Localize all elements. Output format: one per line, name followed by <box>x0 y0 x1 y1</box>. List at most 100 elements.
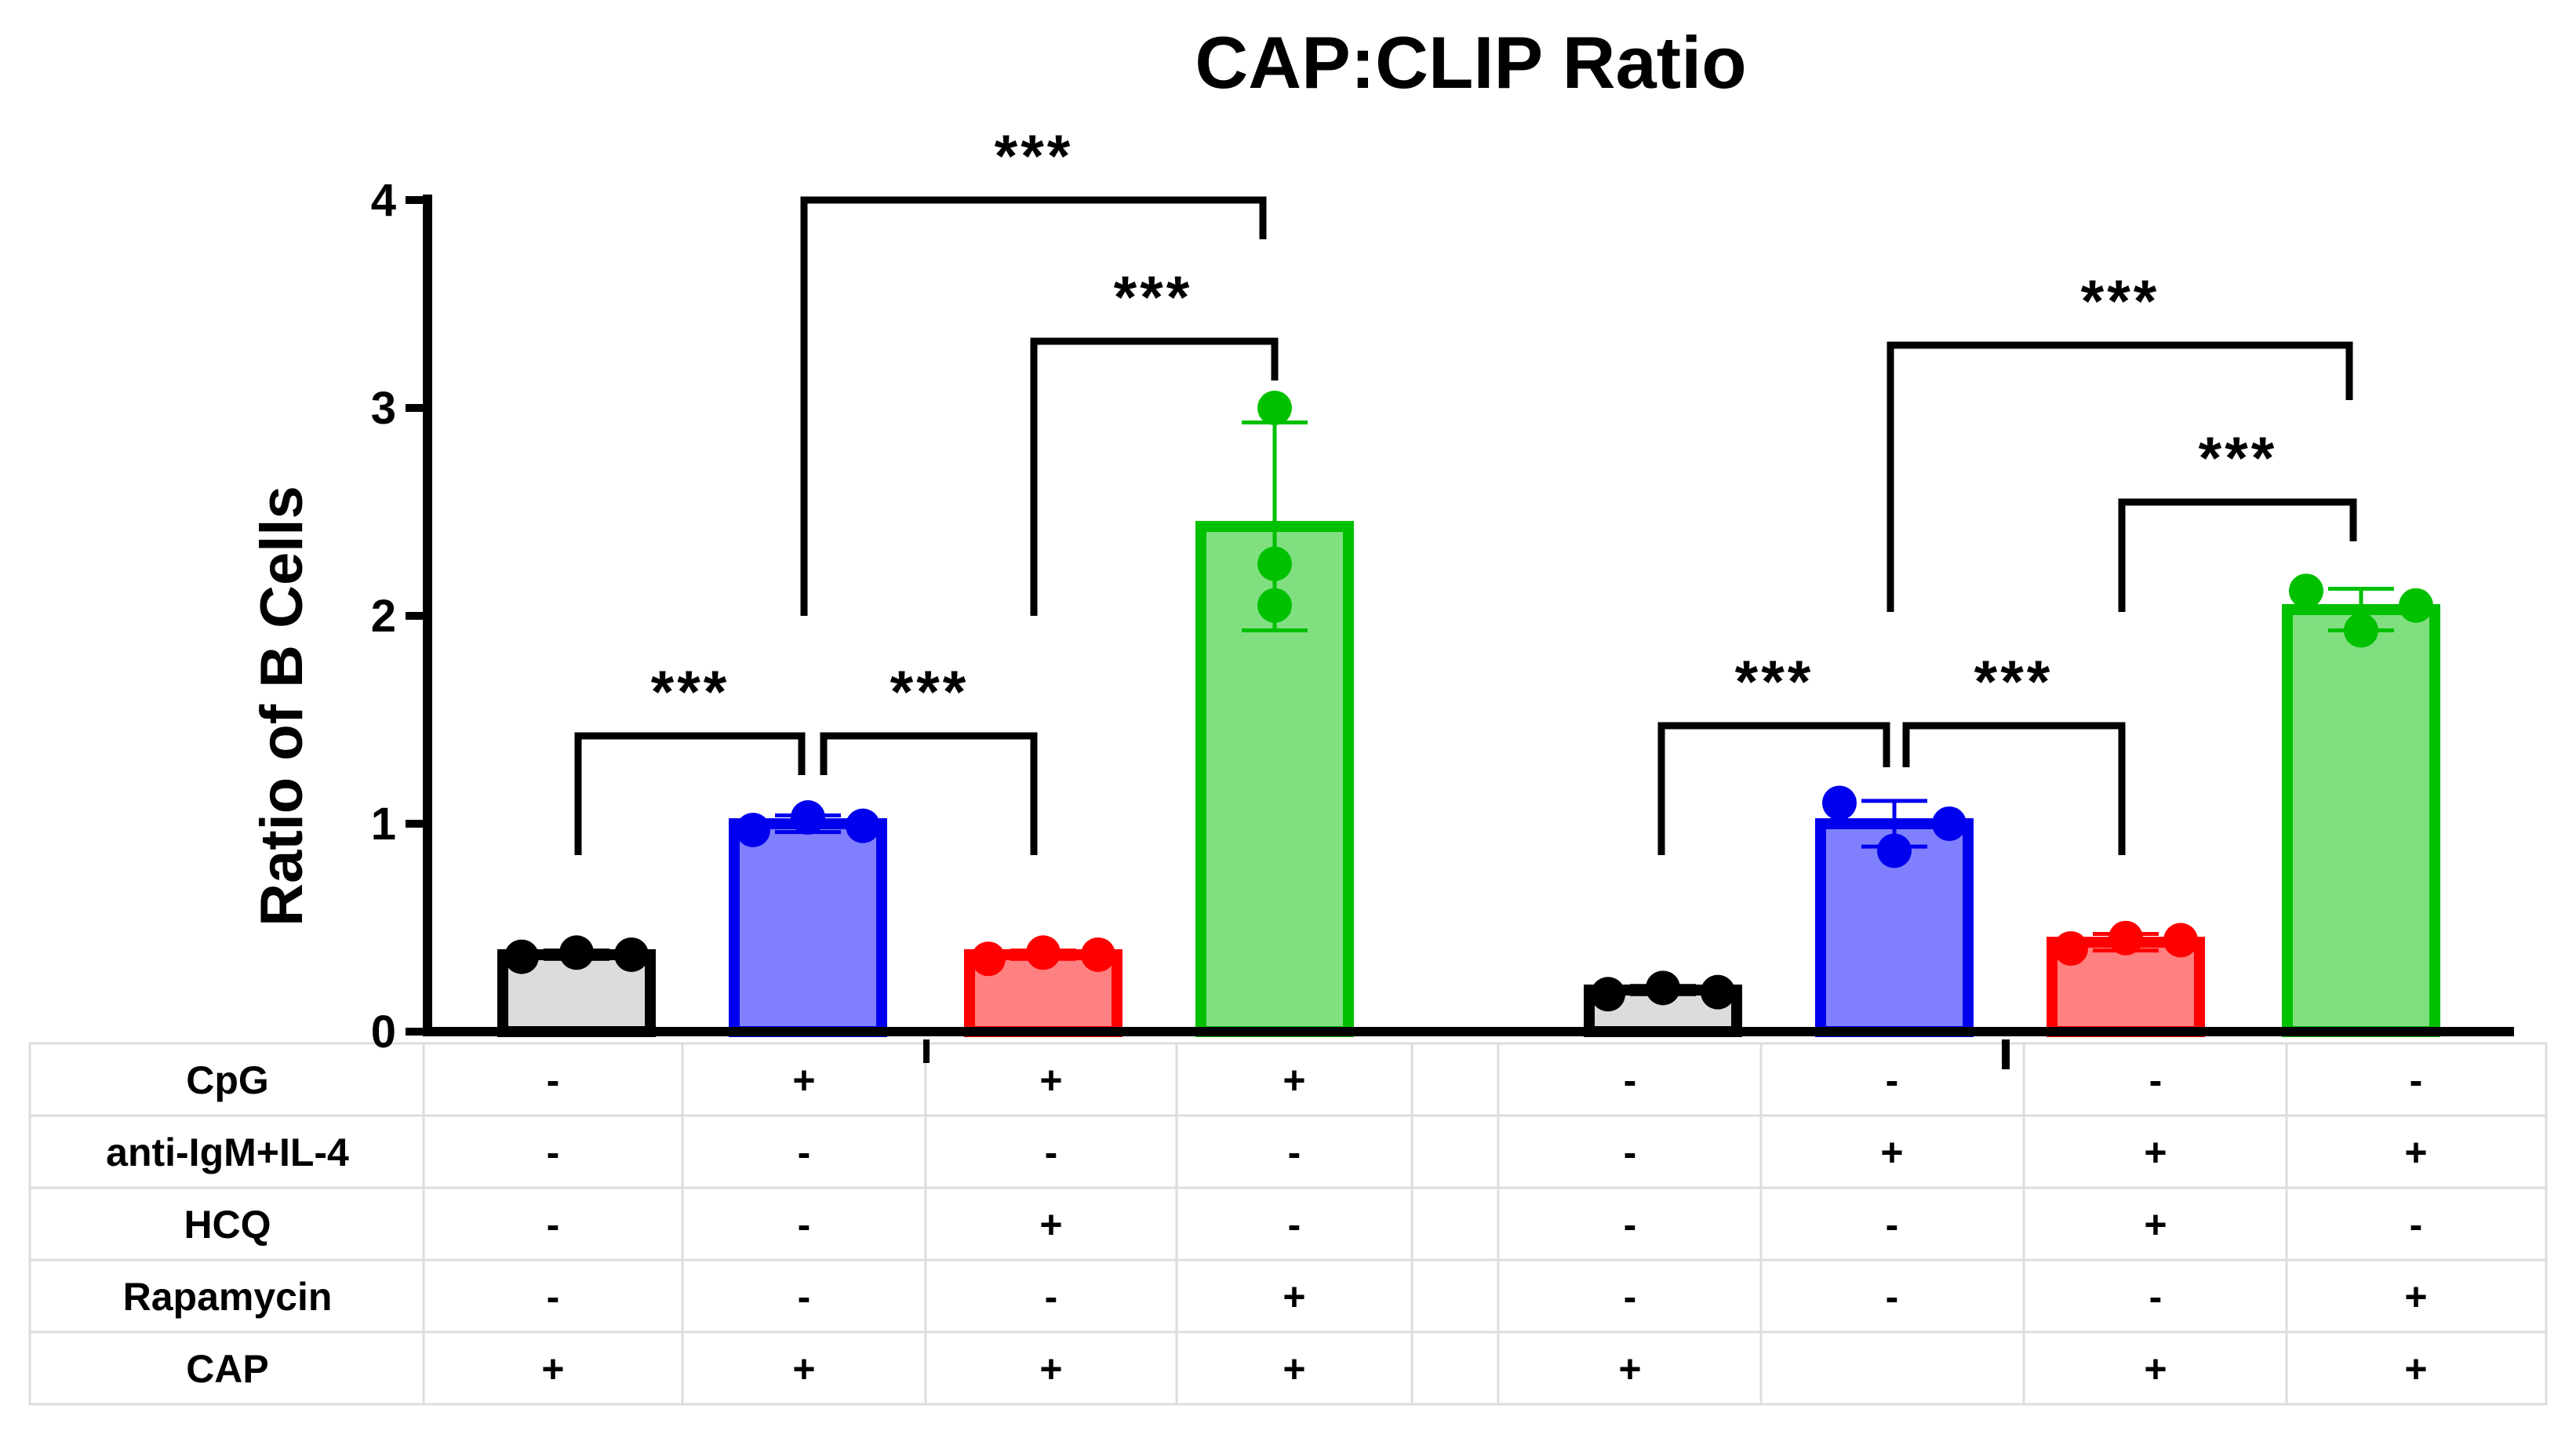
significance-label: *** <box>2081 268 2160 335</box>
table-cell: - <box>1886 1203 1899 1247</box>
significance-label: *** <box>890 659 970 726</box>
significance-bracket <box>2118 498 2357 612</box>
data-point <box>1257 588 1292 623</box>
data-point <box>504 939 539 974</box>
data-point <box>846 808 880 843</box>
significance-label: *** <box>995 123 1074 190</box>
table-cell: + <box>1618 1347 1641 1391</box>
data-point <box>1257 391 1292 425</box>
data-point <box>559 935 594 970</box>
table-cell: - <box>547 1275 560 1319</box>
axis-gap-mark <box>923 1039 930 1063</box>
table-cell: - <box>2410 1058 2423 1102</box>
data-point <box>1877 833 1912 868</box>
table-cell: - <box>1045 1130 1058 1174</box>
data-point <box>2344 613 2378 648</box>
data-point <box>2399 588 2433 623</box>
significance-label: *** <box>1735 649 1814 715</box>
table-cell: + <box>1283 1058 1305 1102</box>
table-row-label: CAP <box>186 1347 269 1391</box>
data-point <box>1701 974 1735 1010</box>
table-row-label: anti-IgM+IL-4 <box>106 1130 349 1174</box>
data-point <box>1932 806 1967 841</box>
significance-label: *** <box>1974 649 2054 715</box>
table-row-label: HCQ <box>184 1203 271 1247</box>
table-cell: - <box>798 1203 811 1247</box>
data-point <box>1081 937 1115 972</box>
table-cell: + <box>2144 1203 2167 1247</box>
axis-gap-mark <box>2002 1039 2010 1069</box>
significance-label: *** <box>1114 264 1193 331</box>
significance-bracket <box>1887 341 2353 612</box>
y-axis-label: Ratio of B Cells <box>249 486 315 927</box>
significance-bracket <box>1030 337 1279 616</box>
data-point <box>791 800 825 835</box>
data-point <box>1257 546 1292 581</box>
y-tick-label: 4 <box>371 175 396 226</box>
table-frame <box>28 1042 2548 1406</box>
significance-bracket <box>800 196 1267 616</box>
data-point <box>1026 935 1061 970</box>
table-cell: + <box>541 1347 564 1391</box>
significance-layer: *** *** *** *** *** *** *** *** <box>574 123 2357 855</box>
bar <box>2282 604 2440 1037</box>
table-cell: - <box>798 1130 811 1174</box>
y-tick-label: 2 <box>371 591 396 642</box>
bar <box>2047 937 2205 1038</box>
data-points-layer <box>504 391 2433 1012</box>
table-row-label: CpG <box>186 1058 269 1102</box>
table-cell: - <box>1624 1058 1637 1102</box>
table-cell: + <box>2144 1347 2167 1391</box>
bars-layer <box>497 521 2440 1038</box>
table-cell: + <box>1880 1130 1903 1174</box>
table-cell: + <box>1283 1275 1305 1319</box>
data-point <box>1646 970 1680 1006</box>
data-point <box>736 812 770 847</box>
table-cell: - <box>547 1203 560 1247</box>
table-cell: - <box>2149 1275 2163 1319</box>
data-point <box>2054 931 2088 966</box>
data-point <box>1591 977 1625 1012</box>
data-point <box>2108 920 2143 956</box>
significance-bracket <box>1657 722 1890 855</box>
table-cell: + <box>2404 1275 2427 1319</box>
data-point <box>2289 573 2323 609</box>
significance-bracket <box>574 732 806 855</box>
table-cell: - <box>547 1058 560 1102</box>
y-tick-label: 1 <box>371 799 396 850</box>
y-tick-label: 0 <box>371 1007 396 1058</box>
table-cell: - <box>547 1130 560 1174</box>
significance-label: *** <box>651 659 730 726</box>
table-cell: - <box>1624 1130 1637 1174</box>
table-cell: + <box>1283 1347 1305 1391</box>
table-cell: + <box>1039 1058 1062 1102</box>
table-cell: - <box>1288 1130 1301 1174</box>
table-cell: - <box>1624 1203 1637 1247</box>
table-cell: + <box>792 1347 815 1391</box>
table-cell: - <box>1886 1275 1899 1319</box>
data-point <box>614 937 649 972</box>
table-cell: - <box>1624 1275 1637 1319</box>
significance-bracket <box>820 732 1038 855</box>
table-cell: - <box>1288 1203 1301 1247</box>
table-cell: + <box>1039 1203 1062 1247</box>
table-cell: - <box>1886 1058 1899 1102</box>
table-cell: - <box>1045 1275 1058 1319</box>
data-point <box>1822 785 1857 821</box>
condition-table: CpG - + + + - - - - anti-IgM+IL-4 - - - - - + + + HCQ - - + - -… <box>28 1039 2548 1406</box>
significance-label: *** <box>2199 425 2278 492</box>
table-cell: - <box>2149 1058 2163 1102</box>
table-cell: + <box>2144 1130 2167 1174</box>
bar <box>729 818 887 1037</box>
table-cell: + <box>792 1058 815 1102</box>
chart-title: CAP:CLIP Ratio <box>1195 21 1746 104</box>
table-row-label: Rapamycin <box>123 1275 333 1319</box>
data-point <box>971 941 1006 977</box>
table-cell: - <box>2410 1203 2423 1247</box>
significance-bracket <box>1902 722 2126 855</box>
data-point <box>2163 923 2198 958</box>
table-cell: + <box>2404 1347 2427 1391</box>
table-cell: + <box>1039 1347 1062 1391</box>
